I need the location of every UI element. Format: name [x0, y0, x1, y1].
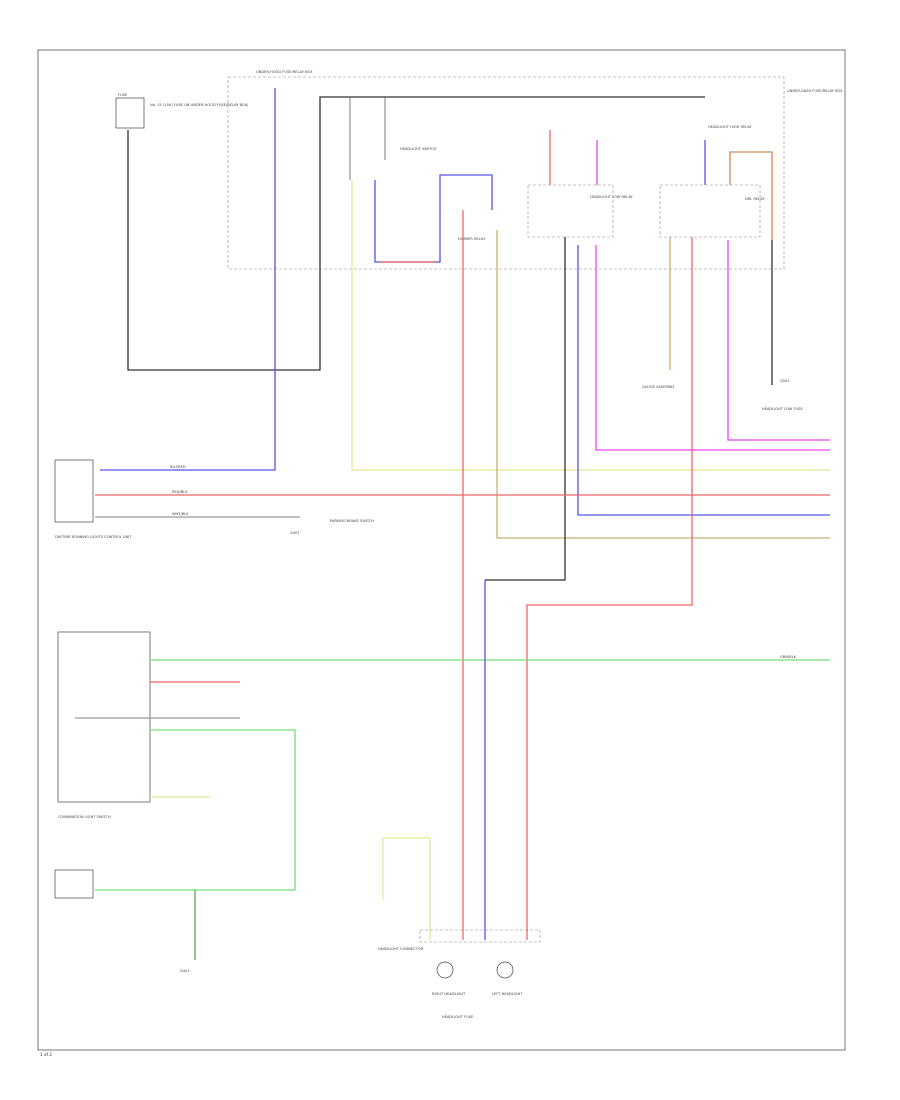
wire-green-down [95, 729, 296, 891]
diagram-frame [37, 49, 846, 1051]
drl-control-unit [54, 459, 94, 523]
wire-red-label: RED/BLK [172, 490, 188, 494]
right-fuse-note: HEADLIGHT LOW FUSE [762, 407, 803, 411]
bottom-fuse-label: HEADLIGHT FUSE [442, 1015, 474, 1019]
wire-pink-hi [727, 240, 830, 441]
wire-blue-main [100, 88, 276, 471]
dimmer-relay-label: DIMMER RELAY [458, 237, 486, 241]
relay-box-label: UNDER-HOOD FUSE/RELAY BOX [256, 70, 313, 74]
wire-blue-loop [374, 174, 465, 263]
headlight-switch-label: HEADLIGHT SWITCH [400, 147, 436, 151]
lo-relay-box [527, 184, 614, 238]
hi-relay-box [659, 184, 761, 238]
relay-box-right-label: UNDER-DASH FUSE/RELAY BOX [787, 89, 843, 93]
combination-switch-box [57, 631, 151, 803]
combination-switch-label: COMBINATION LIGHT SWITCH [58, 815, 111, 819]
wire-black-top-left [127, 96, 705, 371]
wire-yellow-bottom [382, 837, 431, 940]
wire-tan-1 [496, 230, 830, 539]
left-headlight-label: LEFT HEADLIGHT [492, 992, 523, 996]
relay-box-outline [227, 76, 785, 270]
drl-control-unit-label: DAYTIME RUNNING LIGHTS CONTROL UNIT [55, 535, 132, 539]
page-reference: 1 of 2 [40, 1052, 52, 1057]
wire-black-2 [485, 237, 566, 581]
gauge-unit-label: GAUGE ASSEMBLY [642, 385, 675, 389]
top-left-fuse-box [115, 97, 145, 129]
wire-pink-2 [595, 245, 830, 451]
hi-relay-label: HEADLIGHT HIGH RELAY [708, 125, 753, 129]
wire-blue-dimmer [465, 174, 493, 210]
right-headlight-icon [436, 961, 454, 979]
wire-green-label: GRN/BLK [780, 655, 797, 659]
wire-red-hi [526, 237, 693, 940]
wire-blue-label: BLU/RED [170, 465, 186, 469]
top-left-fuse-label: FUSE [118, 93, 128, 97]
drl-relay-label: DRL RELAY [745, 197, 765, 201]
ground-g401: G401 [290, 531, 300, 535]
bottom-left-switch [54, 869, 94, 899]
wire-orange-hi [729, 151, 773, 240]
headlight-connector-label: HEADLIGHT CONNECTOR [378, 947, 424, 951]
top-left-fuse-desc: No. 15 (15A) FUSE (IN UNDER-HOOD FUSE/RE… [150, 103, 249, 107]
lo-relay-label: HEADLIGHT LOW RELAY [590, 195, 634, 199]
ground-g501: G501 [780, 379, 790, 383]
left-headlight-icon [496, 961, 514, 979]
wire-white-label: WHT/BLK [172, 512, 189, 516]
headlight-connector [419, 929, 541, 943]
parking-brake-label: PARKING BRAKE SWITCH [330, 519, 374, 523]
wire-blue-2 [577, 245, 830, 516]
wire-yellow-1 [351, 180, 830, 471]
right-headlight-label: RIGHT HEADLIGHT [432, 992, 466, 996]
bottom-left-ground-label: G401 [180, 969, 190, 973]
